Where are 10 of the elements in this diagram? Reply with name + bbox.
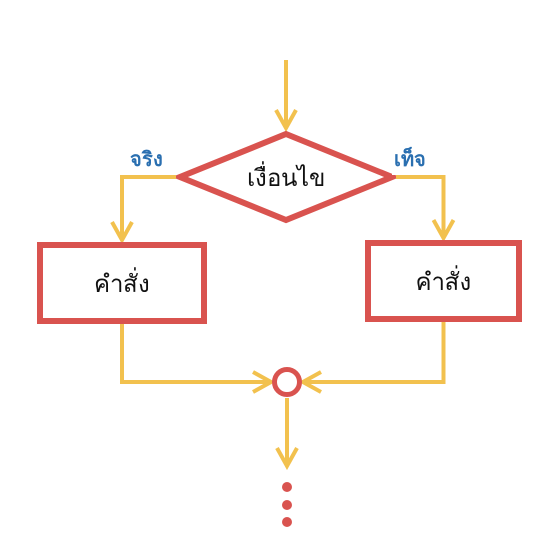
arrow: [275, 398, 299, 468]
decision-diamond: เงื่อนไข: [176, 130, 396, 224]
process-box: คำสั่ง: [37, 242, 207, 324]
arrow: [274, 60, 298, 130]
junction-circle: [272, 367, 302, 397]
arrow: [120, 324, 273, 394]
arrow: [301, 322, 446, 394]
arrow: [396, 175, 456, 240]
process-box: คำสั่ง: [365, 240, 522, 322]
arrow: [110, 175, 176, 242]
